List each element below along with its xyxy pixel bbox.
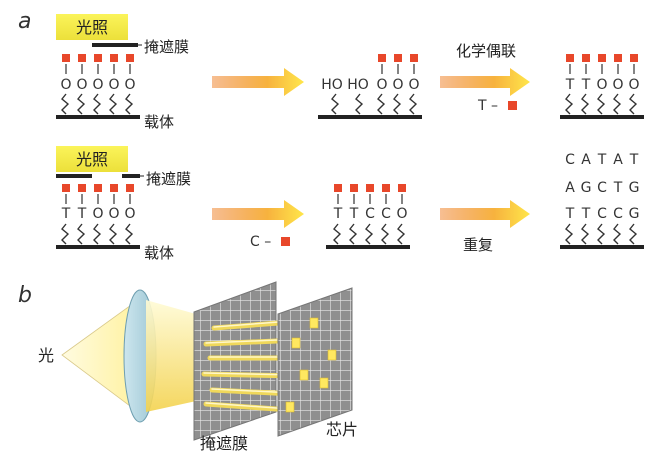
carrier-bar: [318, 115, 422, 119]
base: T: [565, 206, 575, 222]
base: O: [92, 77, 103, 93]
mask-label-b: 掩遮膜: [200, 434, 248, 453]
carrier-bar: [560, 245, 644, 249]
reagent-t: T –: [477, 98, 498, 114]
row2-stage2: T T C C O: [326, 184, 410, 249]
light-label: 光照: [76, 18, 108, 37]
carrier-bar: [560, 115, 644, 119]
base: C: [381, 206, 391, 222]
base: O: [76, 77, 87, 93]
light-label-b: 光: [38, 346, 54, 365]
base: C: [365, 206, 375, 222]
base: T: [565, 77, 575, 93]
base: O: [124, 77, 135, 93]
carrier-label: 载体: [144, 113, 174, 131]
base: O: [108, 206, 119, 222]
process-arrow: [440, 68, 530, 96]
light-box: [56, 14, 128, 40]
base: T: [629, 152, 639, 168]
base: T: [581, 206, 591, 222]
mask-bar: [56, 174, 92, 178]
base: O: [392, 77, 403, 93]
squiggle-linkers: [61, 93, 134, 115]
base: T: [597, 152, 607, 168]
base: HO: [347, 77, 369, 93]
light-box: [56, 146, 128, 172]
base: G: [581, 180, 592, 196]
base: G: [629, 180, 640, 196]
base: G: [629, 206, 640, 222]
base: C: [565, 152, 575, 168]
base: O: [92, 206, 103, 222]
panel-a-label: a: [18, 9, 31, 34]
row1-stage2: HO HO O O O: [318, 54, 422, 119]
base: O: [124, 206, 135, 222]
chip-spots: [285, 317, 337, 413]
base: HO: [321, 77, 343, 93]
reagent-protect: [281, 237, 290, 246]
base: A: [581, 152, 591, 168]
mask-grid: [193, 281, 277, 441]
mask-bar: [92, 43, 138, 47]
base: O: [376, 77, 387, 93]
base: T: [77, 206, 87, 222]
base: O: [596, 77, 607, 93]
carrier-bar: [326, 245, 410, 249]
chip-grid: [277, 287, 353, 437]
base: T: [581, 77, 591, 93]
base: C: [613, 206, 623, 222]
base: T: [349, 206, 359, 222]
row2-stage1: 光照 掩遮膜 T T O O O 载体: [56, 146, 191, 262]
mask-bar: [122, 174, 140, 178]
base: O: [108, 77, 119, 93]
base: C: [597, 180, 607, 196]
base: O: [396, 206, 407, 222]
row2-stage3: C A T A T A G C T G T T C C G: [560, 152, 644, 249]
protect-groups: [62, 54, 134, 62]
row1-stage3: T T O O O: [560, 54, 644, 119]
base: O: [408, 77, 419, 93]
carrier-bar: [56, 115, 140, 119]
base: T: [61, 206, 71, 222]
panel-b-label: b: [18, 283, 32, 308]
reagent-protect: [508, 101, 517, 110]
base: A: [613, 152, 623, 168]
base: T: [613, 180, 623, 196]
carrier-label: 载体: [144, 244, 174, 262]
light-label: 光照: [76, 150, 108, 169]
chip-label: 芯片: [326, 420, 358, 439]
base: C: [597, 206, 607, 222]
process-arrow: [212, 200, 304, 228]
reagent-c: C –: [250, 234, 271, 250]
carrier-bar: [56, 245, 140, 249]
base: A: [565, 180, 575, 196]
base: O: [60, 77, 71, 93]
base: O: [628, 77, 639, 93]
process-arrow: [440, 200, 530, 228]
coupling-label: 化学偶联: [456, 42, 516, 60]
repeat-label: 重复: [463, 236, 493, 254]
process-arrow: [212, 68, 304, 96]
base: O: [612, 77, 623, 93]
row1-stage1: 光照 掩遮膜 O O O O O 载体: [56, 14, 189, 131]
mask-label: 掩遮膜: [144, 38, 189, 56]
linkers: [65, 64, 131, 74]
base: T: [333, 206, 343, 222]
panel-b-illustration: [61, 281, 353, 441]
mask-label: 掩遮膜: [146, 170, 191, 188]
